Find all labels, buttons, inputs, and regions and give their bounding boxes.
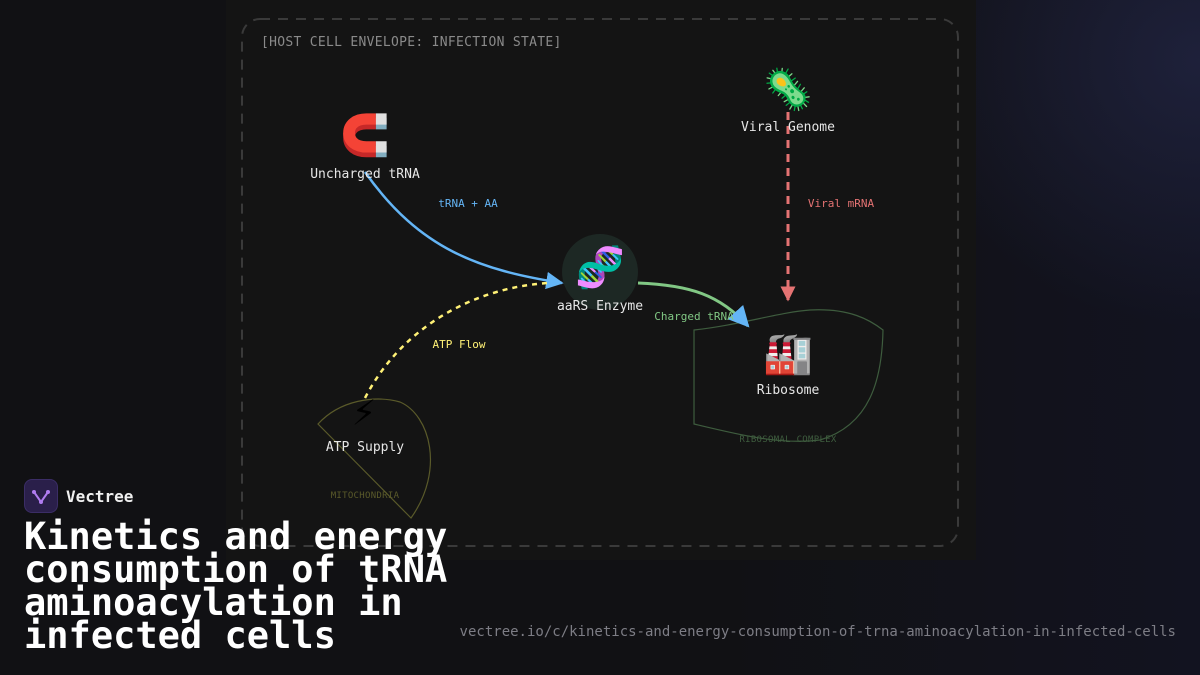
edge-label-charged-trna: Charged tRNA [654, 310, 734, 323]
aars-enzyme-label: aaRS Enzyme [556, 299, 644, 314]
aars-enzyme-halo [562, 234, 638, 310]
edge-label-trna-aa: tRNA + AA [438, 197, 498, 210]
brand-name: Vectree [66, 486, 134, 506]
lightning-icon: ⚡ [351, 389, 377, 435]
page-url[interactable]: vectree.io/c/kinetics-and-energy-consump… [459, 624, 1176, 640]
ribosome-label: Ribosome [756, 383, 820, 398]
magnet-icon: 🧲 [340, 113, 390, 159]
edge-trna-aa [363, 171, 564, 290]
page-title: Kinetics and energy consumption of tRNA … [24, 515, 448, 657]
edge-charged-trna [637, 281, 750, 328]
edge-label-viral-mrna: Viral mRNA [807, 197, 875, 210]
host-cell-envelope [241, 18, 959, 547]
ribosomal-complex-label: RIBOSOMAL COMPLEX [739, 435, 837, 445]
envelope-label: [HOST CELL ENVELOPE: INFECTION STATE] [261, 35, 562, 50]
edge-label-atp-flow: ATP Flow [432, 338, 486, 351]
mitochondria-region [317, 398, 432, 519]
brand: Vectree [24, 479, 133, 513]
atp-supply-label: ATP Supply [325, 440, 405, 455]
ribosomal-complex-region [693, 309, 884, 442]
viral-genome-label: Viral Genome [741, 120, 835, 135]
microbe-icon: 🦠 [763, 67, 813, 113]
uncharged-trna-label: Uncharged tRNA [310, 167, 420, 182]
mitochondria-label: MITOCHONDRIA [330, 491, 400, 501]
edge-atp-flow [363, 281, 549, 399]
factory-icon: 🏭 [763, 331, 813, 377]
vectree-logo-icon [24, 479, 58, 513]
dna-icon: 🧬 [575, 245, 625, 291]
